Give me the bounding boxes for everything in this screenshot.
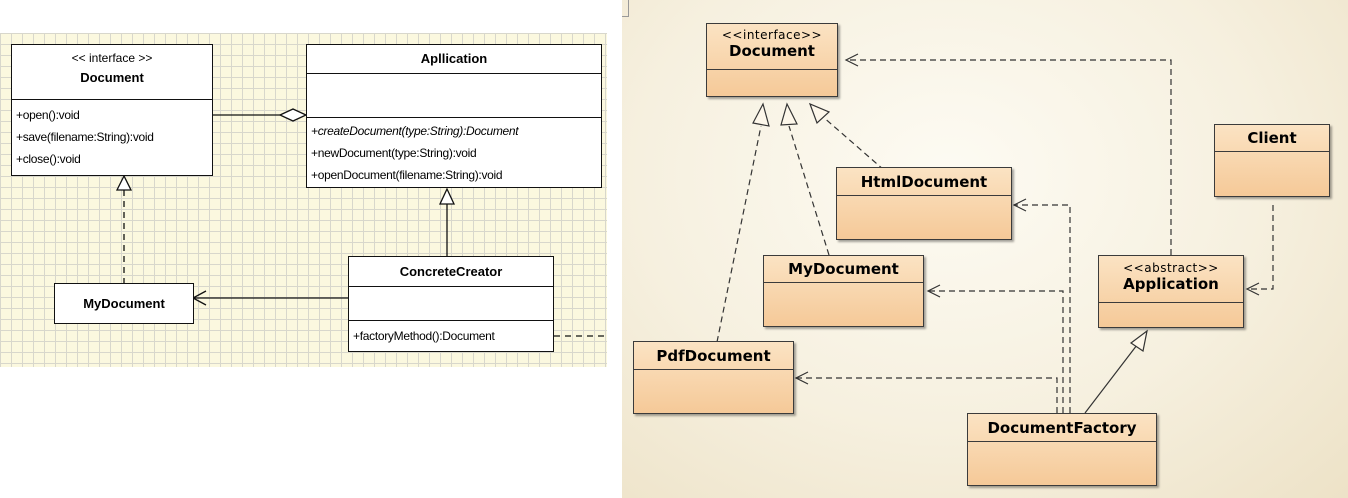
dependency-line [1014,204,1071,413]
realization-arrowhead [115,174,133,191]
client-header: Client [1215,125,1329,152]
operation: +openDocument(filename:String):void [311,168,503,182]
application-abstract-box: <<abstract>> Application [1098,255,1244,328]
application-header: <<abstract>> Application [1099,256,1243,303]
application-class-box: Apllication +createDocument(type:String)… [306,44,602,188]
inheritance-arrowhead [438,187,456,205]
dependency-arrowhead [844,53,859,67]
pdfdocument-class-box: PdfDocument [633,341,794,414]
document-stereotype: << interface >> [71,51,153,65]
concretecreator-attributes [349,286,553,320]
document-title: Document [729,42,815,60]
dependency-arrowhead [926,284,941,298]
application-operations: +createDocument(type:String):Document +n… [307,117,601,189]
htmldocument-header: HtmlDocument [837,168,1011,196]
document-stereotype: <<interface>> [721,28,823,42]
realization-line [716,125,762,343]
dependency-line [1247,205,1274,290]
right-uml-diagram: <<interface>> Document Client HtmlDocume… [622,0,1348,498]
inheritance-arrowhead [1129,329,1148,352]
pdfdocument-header: PdfDocument [634,342,793,370]
document-interface-box: << interface >> Document +open():void +s… [11,44,213,176]
right-connectors [716,53,1274,414]
mydocument-header: MyDocument [764,256,923,283]
mydocument-class-box: MyDocument [763,255,924,327]
htmldocument-title: HtmlDocument [860,173,988,191]
realization-line [821,115,885,171]
realization-arrowhead [752,102,770,127]
operation: +close():void [16,152,81,166]
document-operations: +open():void +save(filename:String):void… [12,99,212,177]
client-class-box: Client [1214,124,1330,197]
documentfactory-class-box: DocumentFactory [967,413,1157,486]
dependency-line [846,59,1172,255]
dependency-line [928,290,1064,413]
documentfactory-header: DocumentFactory [968,414,1156,442]
mydocument-title: MyDocument [788,260,899,278]
dependency-arrowhead [794,371,809,385]
application-title: Apllication [420,51,488,66]
operation: +factoryMethod():Document [353,329,495,343]
mydocument-title: MyDocument [83,296,165,311]
dependency-arrowhead [1245,282,1260,296]
application-title: Application [1123,275,1219,293]
dependency-arrowhead [1012,198,1027,212]
panel-corner-mark [622,0,629,17]
left-uml-diagram: << interface >> Document +open():void +s… [0,33,607,367]
pdfdocument-title: PdfDocument [656,347,771,365]
application-stereotype: <<abstract>> [1123,261,1219,275]
operation: +open():void [16,108,80,122]
realization-arrowhead [808,102,831,125]
document-header: <<interface>> Document [707,24,837,70]
client-title: Client [1247,129,1297,147]
htmldocument-class-box: HtmlDocument [836,167,1012,240]
realization-arrowhead [780,102,798,126]
documentfactory-title: DocumentFactory [987,419,1137,437]
mydocument-class-box: MyDocument [54,283,194,324]
operation: +createDocument(type:String):Document [311,124,519,138]
dependency-line [796,377,1058,413]
operation: +newDocument(type:String):void [311,146,477,160]
inheritance-line [1084,344,1138,414]
document-title: Document [80,70,144,85]
realization-line [788,125,830,256]
operation: +save(filename:String):void [16,130,154,144]
aggregation-diamond [278,108,308,122]
concretecreator-title: ConcreteCreator [399,264,503,279]
document-interface-box: <<interface>> Document [706,23,838,97]
concretecreator-class-box: ConcreteCreator +factoryMethod():Documen… [348,256,554,352]
concretecreator-operations: +factoryMethod():Document [349,320,553,351]
application-attributes [307,73,601,117]
